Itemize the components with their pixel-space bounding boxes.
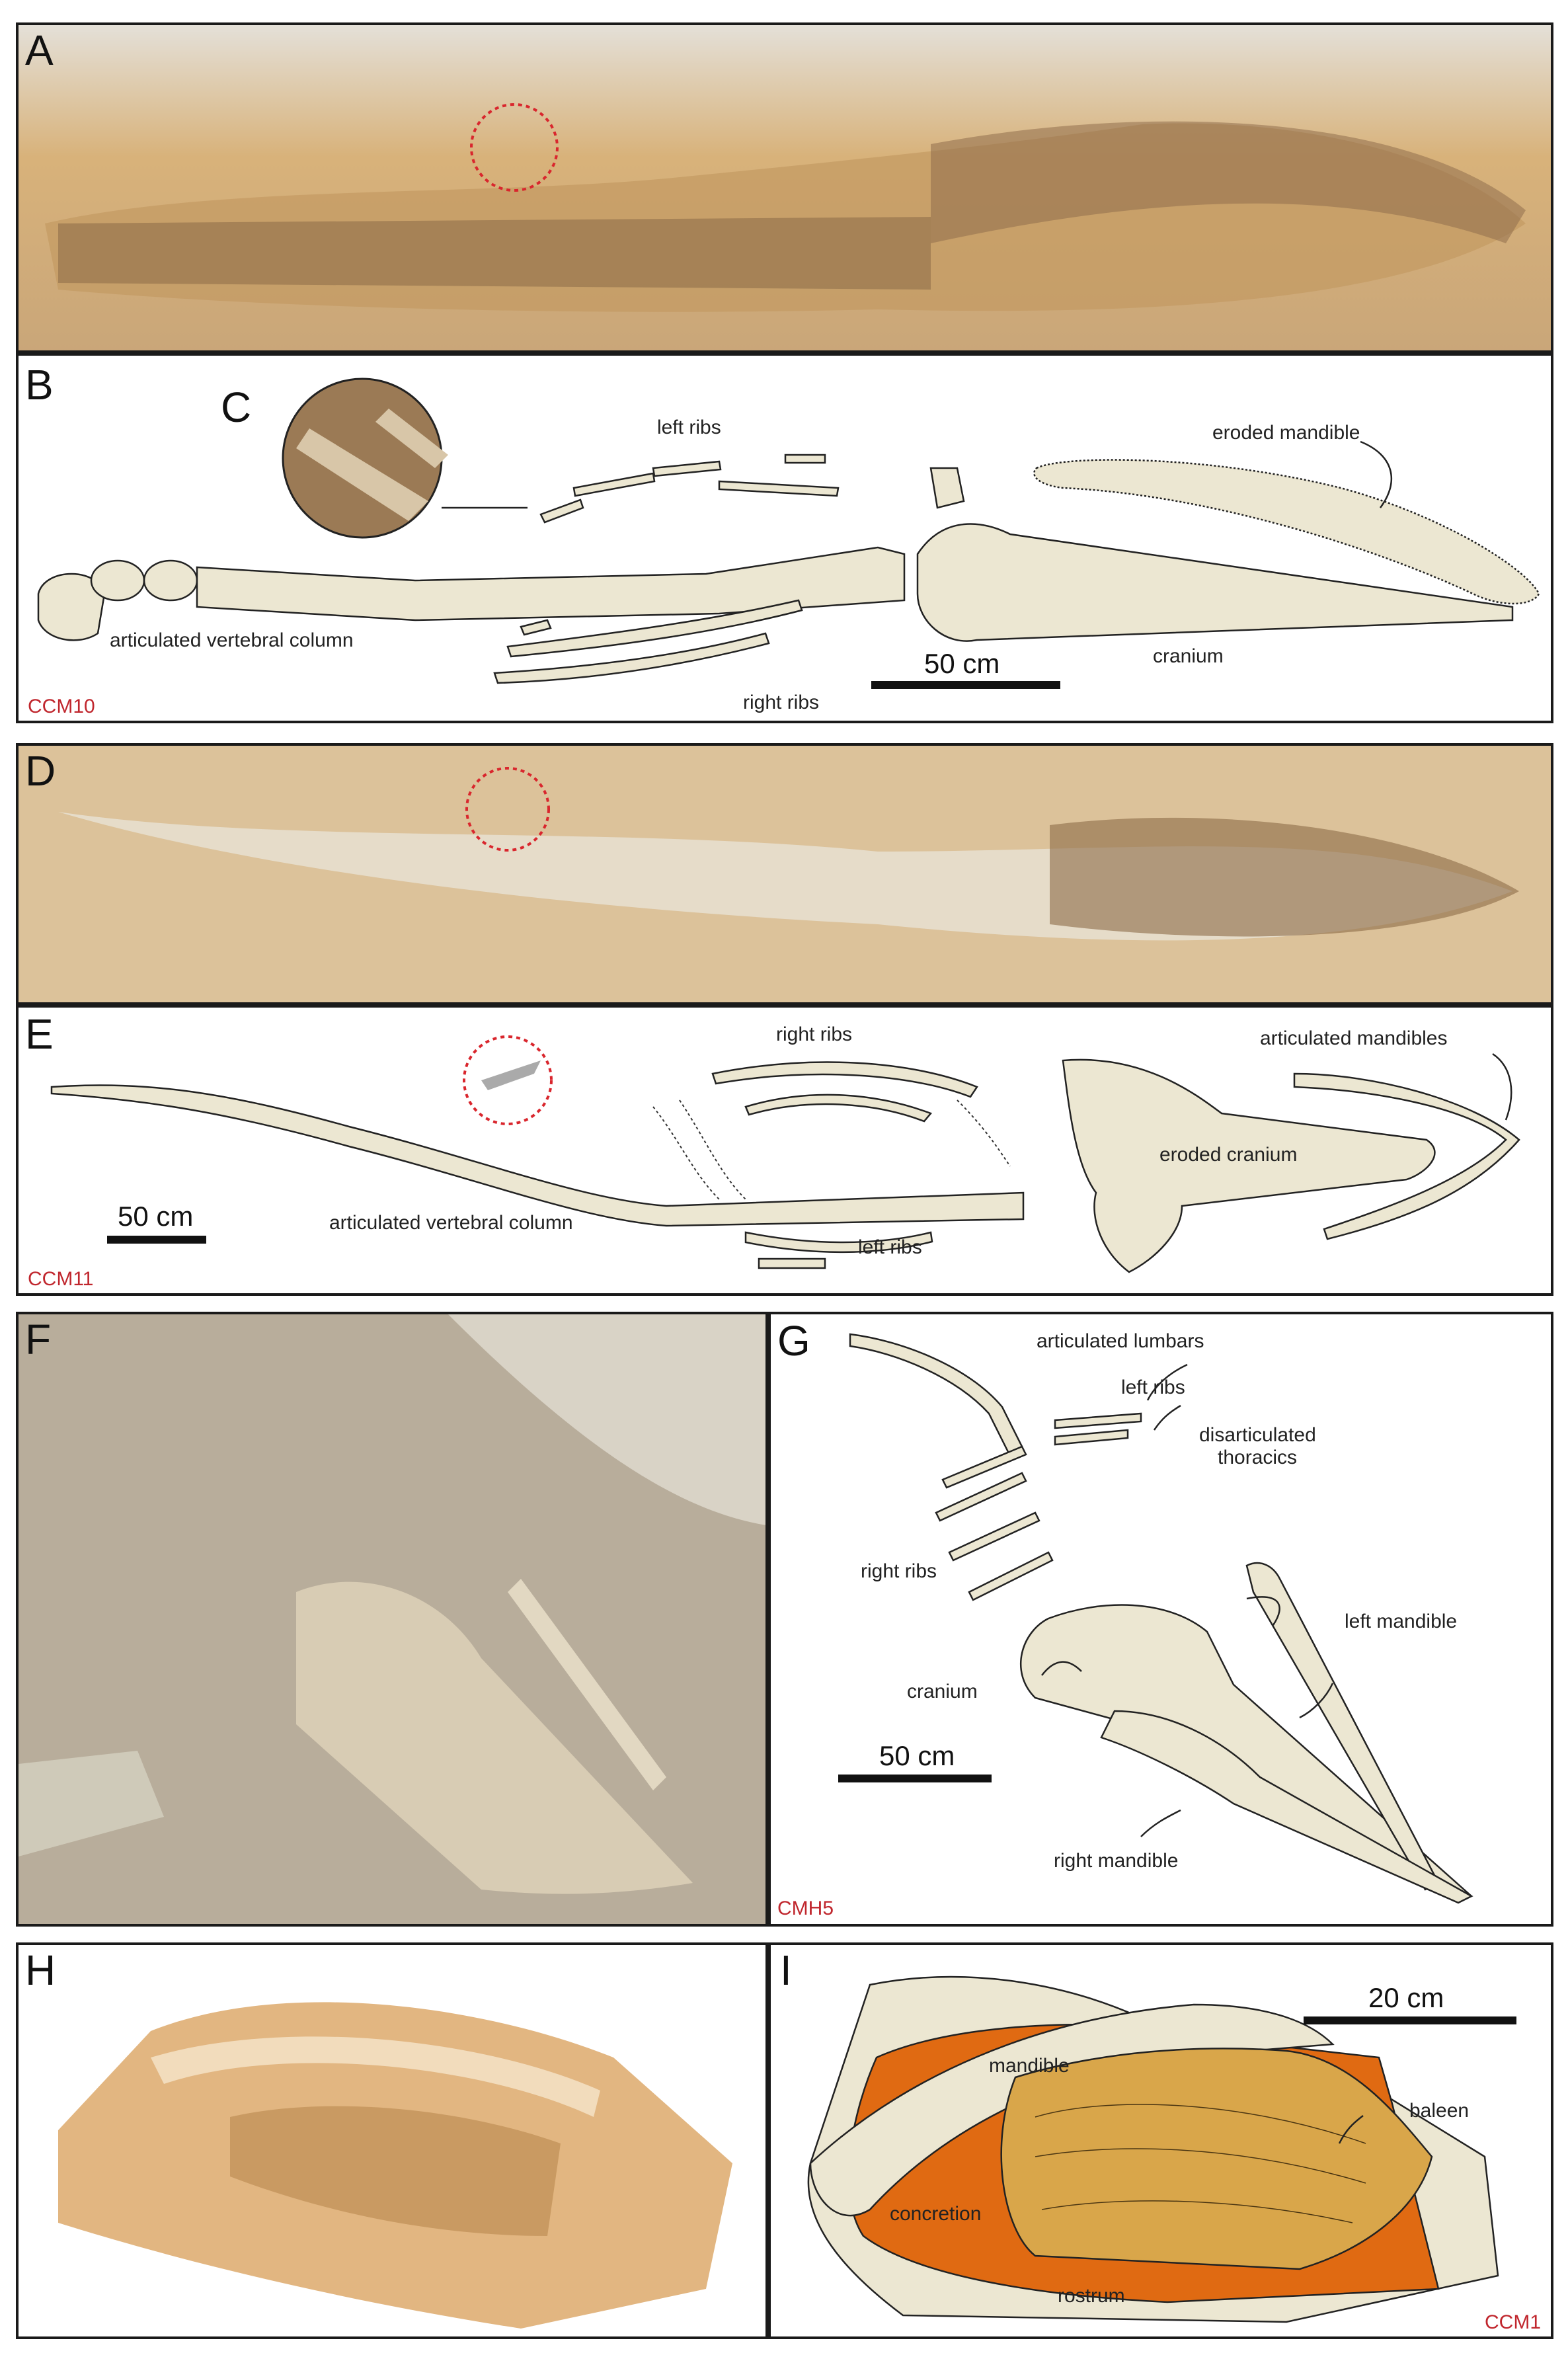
articulated-mandibles-shape [1293,1072,1520,1240]
panel-h-image [19,1945,765,2336]
cranium-shape [916,523,1514,642]
right-ribs [935,1445,1054,1601]
label-left-ribs: left ribs [858,1236,922,1258]
left-ribs [744,1231,933,1269]
left-ribs [539,454,840,524]
label-articulated-lumbars: articulated lumbars [1037,1330,1204,1352]
label-right-ribs: right ribs [743,692,819,713]
label-left-ribs: left ribs [1121,1377,1185,1398]
panel-f-photo: F [16,1312,768,1927]
panel-g-figure: 50 cm articulated lumbars left ribs disa… [777,1330,1473,1919]
cranium-shape [1019,1604,1472,1897]
label-left-mandible: left mandible [1345,1611,1457,1632]
panel-f-image [19,1314,765,1924]
panel-d-image [19,746,1551,1002]
panel-letter-g: G [777,1317,810,1365]
vertebral-column [50,1084,1025,1227]
label-vertebral-column: articulated vertebral column [110,629,354,651]
label-right-ribs: right ribs [776,1023,852,1045]
panel-g-scale-label: 50 cm [879,1740,955,1771]
label-mandible: mandible [989,2055,1070,2077]
right-mandible-shape [1100,1710,1473,1904]
panel-b-drawing: B C [16,353,1553,723]
label-rostrum: rostrum [1058,2285,1125,2307]
label-cranium: cranium [907,1681,978,1702]
panel-letter-f: F [25,1316,52,1363]
panel-e-figure: 50 cm right ribs articulated mandibles e… [28,1023,1520,1290]
panel-letter-c: C [221,383,252,431]
panel-a-highlight-circle [470,103,559,192]
baleen-shape [1000,2048,1433,2270]
panel-letter-d: D [25,747,56,795]
specimen-label-ccm10: CCM10 [28,696,95,717]
panel-a-image [19,25,1551,350]
panel-letter-b: B [25,361,54,409]
right-ribs [652,1061,1011,1200]
panel-letter-a: A [25,26,54,74]
articulated-lumbars [849,1333,1023,1455]
left-ribs [1054,1412,1142,1446]
label-eroded-mandible: eroded mandible [1212,422,1360,444]
panel-i-scale-label: 20 cm [1368,1982,1444,2013]
label-thoracics: thoracics [1218,1447,1297,1468]
panel-i-figure: 20 cm mandible baleen concretion rostrum… [807,1976,1541,2333]
panel-letter-i: I [780,1946,792,1994]
eroded-cranium-shape [1062,1058,1436,1273]
eroded-mandible-shape [1033,459,1540,605]
panel-a-photo: A [16,22,1553,353]
panel-b-scale-bar [871,681,1060,689]
panel-letter-e: E [25,1010,54,1058]
panel-g-drawing: G 50 cm articulated lumbars left ribs di… [768,1312,1553,1927]
panel-g-scale-bar [838,1775,992,1782]
label-eroded-cranium: eroded cranium [1159,1144,1297,1166]
label-vertebral-column: articulated vertebral column [329,1212,573,1234]
label-disarticulated: disarticulated [1199,1424,1316,1446]
label-right-mandible: right mandible [1054,1850,1178,1872]
panel-i-drawing: I 20 cm mandible baleen concretion rostr… [768,1942,1553,2339]
label-baleen: baleen [1409,2100,1469,2122]
specimen-label-ccm11: CCM11 [28,1268,93,1290]
label-articulated-mandibles: articulated mandibles [1260,1027,1448,1049]
mandible-shape [809,2003,1335,2217]
vertebral-column [37,546,906,641]
panel-b-scale-label: 50 cm [924,648,1000,679]
panel-e-highlight-circle [463,1035,553,1125]
label-cranium: cranium [1153,645,1224,667]
specimen-label-ccm1: CCM1 [1485,2311,1541,2333]
panel-b-figure: 50 cm left ribs eroded mandible articula… [28,378,1540,717]
panel-d-photo: D [16,743,1553,1005]
specimen-label-cmh5: CMH5 [777,1897,834,1919]
panel-c-inset [282,378,443,539]
panel-d-highlight-circle [465,767,550,852]
panel-e-scale-bar [107,1236,206,1244]
panel-e-scale-label: 50 cm [118,1201,193,1232]
right-ribs [493,599,803,684]
label-left-ribs: left ribs [657,417,721,438]
panel-letter-h: H [25,1946,56,1994]
panel-i-scale-bar [1304,2016,1516,2024]
panel-e-drawing: E 50 cm right ribs articulated mandibles… [16,1005,1553,1296]
label-concretion: concretion [890,2203,981,2225]
panel-h-photo: H [16,1942,768,2339]
label-right-ribs: right ribs [861,1560,937,1582]
